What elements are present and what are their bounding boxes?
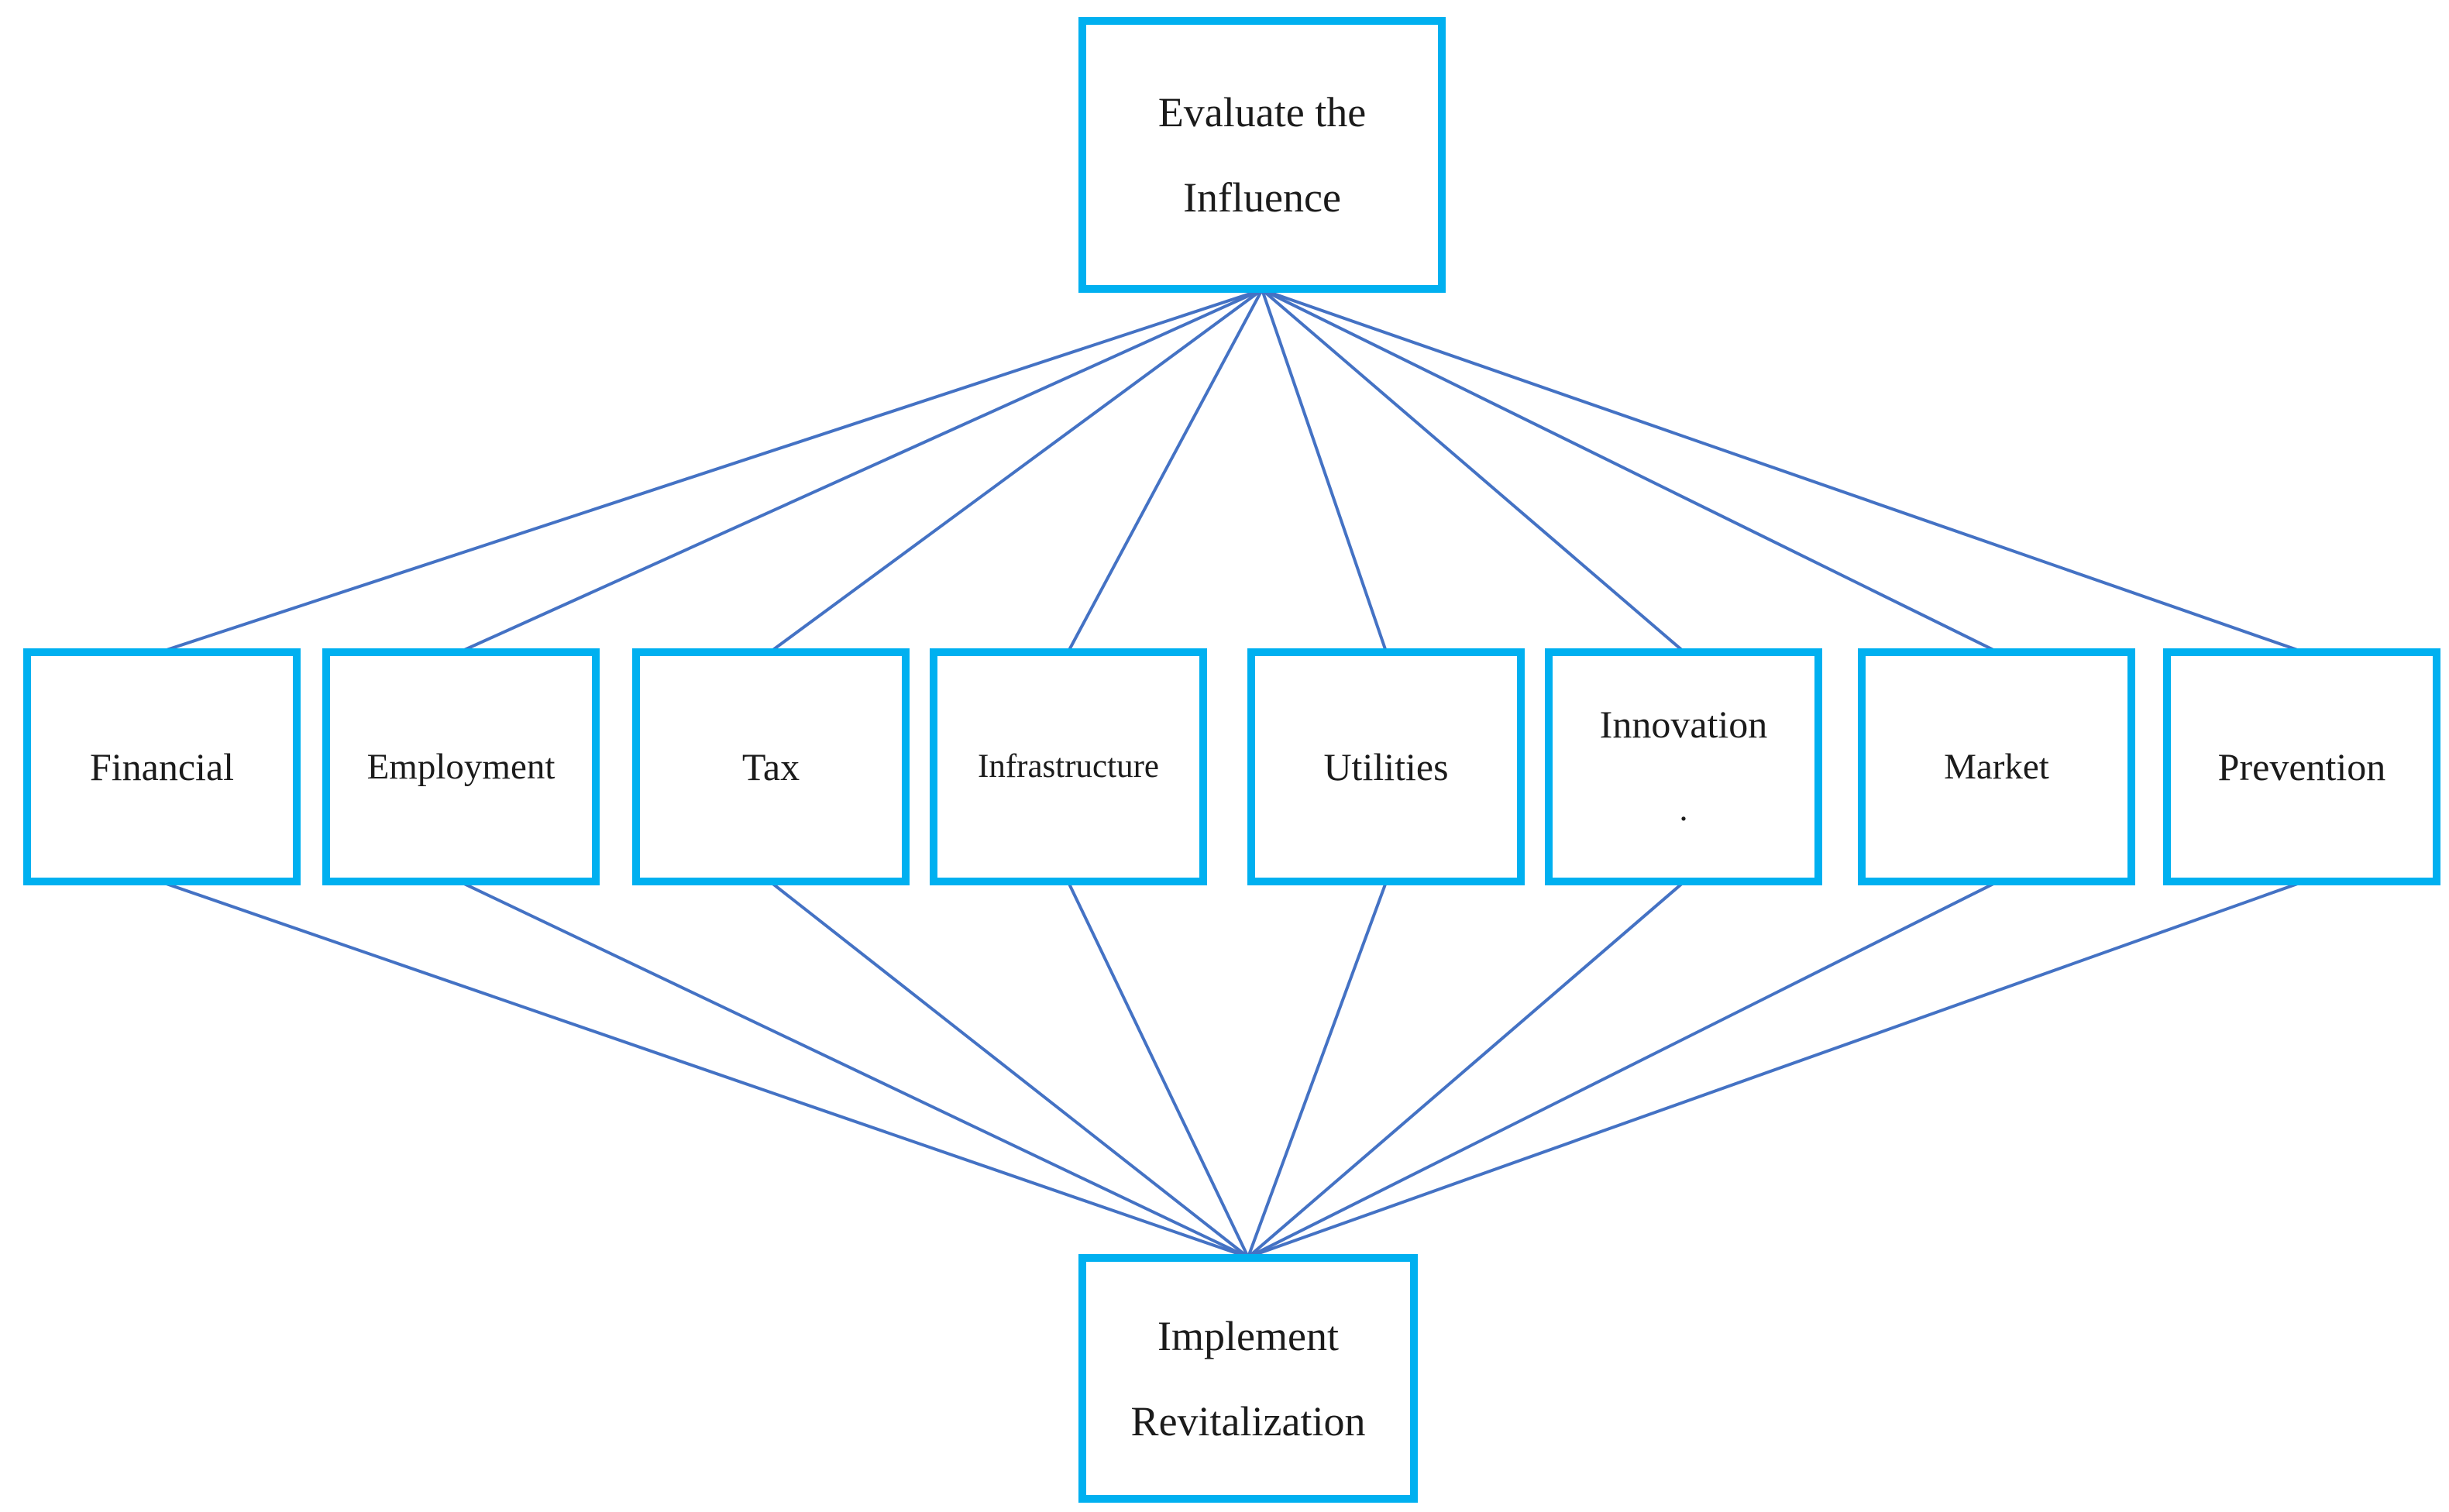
connector-tax-to-implement-revitalization [769, 881, 1250, 1259]
node-employment: Employment [322, 648, 600, 885]
node-utilities: Utilities [1247, 648, 1525, 885]
node-innovation: Innovation . [1545, 648, 1822, 885]
connector-financial-to-implement-revitalization [161, 881, 1249, 1259]
node-label: Market [1944, 747, 2049, 787]
node-label: Employment [366, 747, 555, 787]
connector-evaluate-influence-to-infrastructure [1067, 289, 1264, 652]
node-label: Revitalization [1130, 1397, 1366, 1445]
node-label: Implement [1157, 1312, 1339, 1359]
node-label: Infrastructure [978, 748, 1159, 785]
connector-employment-to-implement-revitalization [460, 881, 1249, 1259]
node-infrastructure: Infrastructure [930, 648, 1207, 885]
connector-market-to-implement-revitalization [1247, 881, 1997, 1259]
connector-evaluate-influence-to-employment [460, 288, 1263, 653]
node-label: Innovation [1599, 703, 1768, 746]
connector-evaluate-influence-to-market [1261, 288, 1997, 653]
node-label: Financial [89, 745, 235, 789]
node-tax: Tax [632, 648, 910, 885]
connector-evaluate-influence-to-tax [769, 288, 1264, 653]
connector-utilities-to-implement-revitalization [1247, 881, 1388, 1258]
connector-evaluate-influence-to-financial [161, 288, 1263, 653]
node-label: Prevention [2217, 745, 2386, 789]
node-evaluate-influence: Evaluate the Influence [1078, 17, 1446, 293]
connector-infrastructure-to-implement-revitalization [1067, 881, 1250, 1258]
connector-prevention-to-implement-revitalization [1247, 881, 2303, 1259]
node-label: Evaluate the [1157, 89, 1367, 136]
node-label-period: . [1679, 790, 1688, 828]
connector-evaluate-influence-to-prevention [1261, 288, 2303, 653]
node-label: Influence [1183, 174, 1341, 221]
node-market: Market [1858, 648, 2135, 885]
node-financial: Financial [23, 648, 301, 885]
node-label: Tax [741, 745, 800, 789]
connector-evaluate-influence-to-utilities [1261, 289, 1388, 652]
connector-innovation-to-implement-revitalization [1247, 881, 1685, 1259]
connector-evaluate-influence-to-innovation [1261, 288, 1685, 653]
node-prevention: Prevention [2163, 648, 2440, 885]
node-implement-revitalization: Implement Revitalization [1078, 1254, 1418, 1503]
node-label: Utilities [1323, 745, 1449, 789]
